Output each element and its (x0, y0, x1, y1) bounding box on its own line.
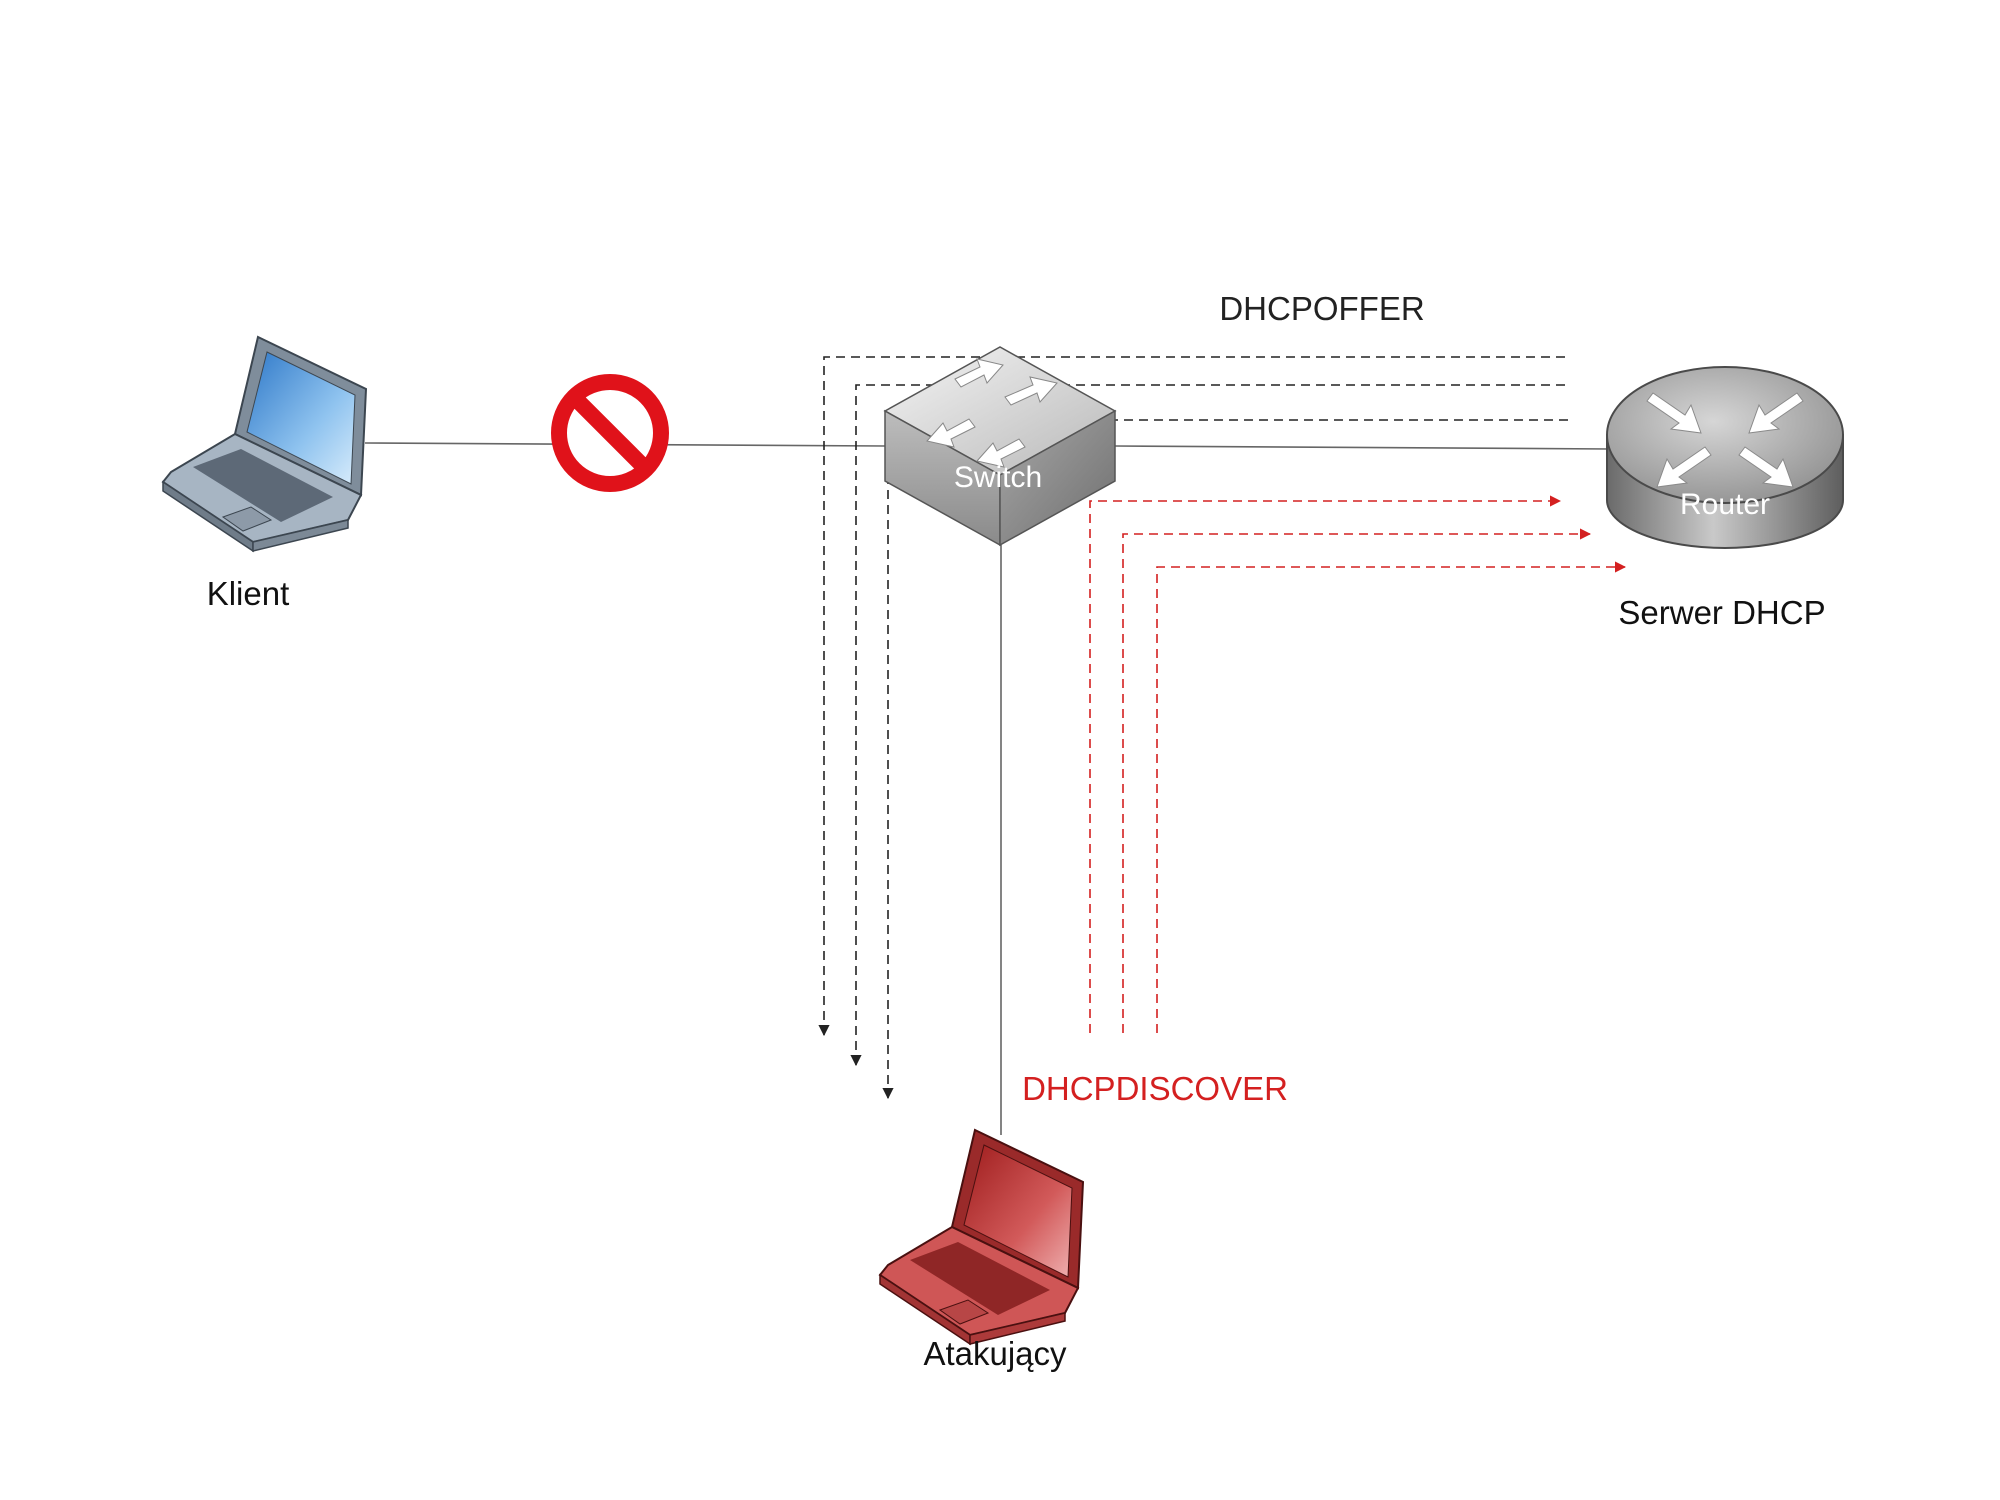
offer-flow-2 (850, 384, 1565, 1067)
discover-flow-2 (1122, 528, 1592, 1033)
prohibited-icon (551, 374, 669, 492)
attacker-laptop[interactable] (878, 1128, 1085, 1346)
router-device[interactable]: Router (1606, 366, 1844, 549)
switch-icon (883, 346, 1117, 547)
discover-flow-1 (1089, 495, 1562, 1033)
switch-label: Switch (954, 461, 1042, 494)
laptop-icon (878, 1128, 1085, 1346)
router-icon (1606, 366, 1844, 549)
client-laptop[interactable] (161, 335, 368, 553)
offer-flow-1 (818, 356, 1565, 1037)
router-caption: Serwer DHCP (1618, 594, 1825, 631)
router-label: Router (1680, 488, 1770, 521)
discover-flows (1089, 495, 1627, 1033)
attacker-label: Atakujący (923, 1335, 1067, 1372)
discover-flow-3 (1156, 561, 1627, 1033)
discover-label: DHCPDISCOVER (1022, 1070, 1288, 1107)
links (364, 442, 1611, 1135)
prohibited-bar (568, 391, 652, 475)
laptop-icon (161, 335, 368, 553)
switch-device[interactable]: Switch (883, 346, 1117, 547)
offer-label: DHCPOFFER (1219, 290, 1424, 327)
link-switch-router (1114, 445, 1611, 450)
client-label: Klient (207, 575, 290, 612)
